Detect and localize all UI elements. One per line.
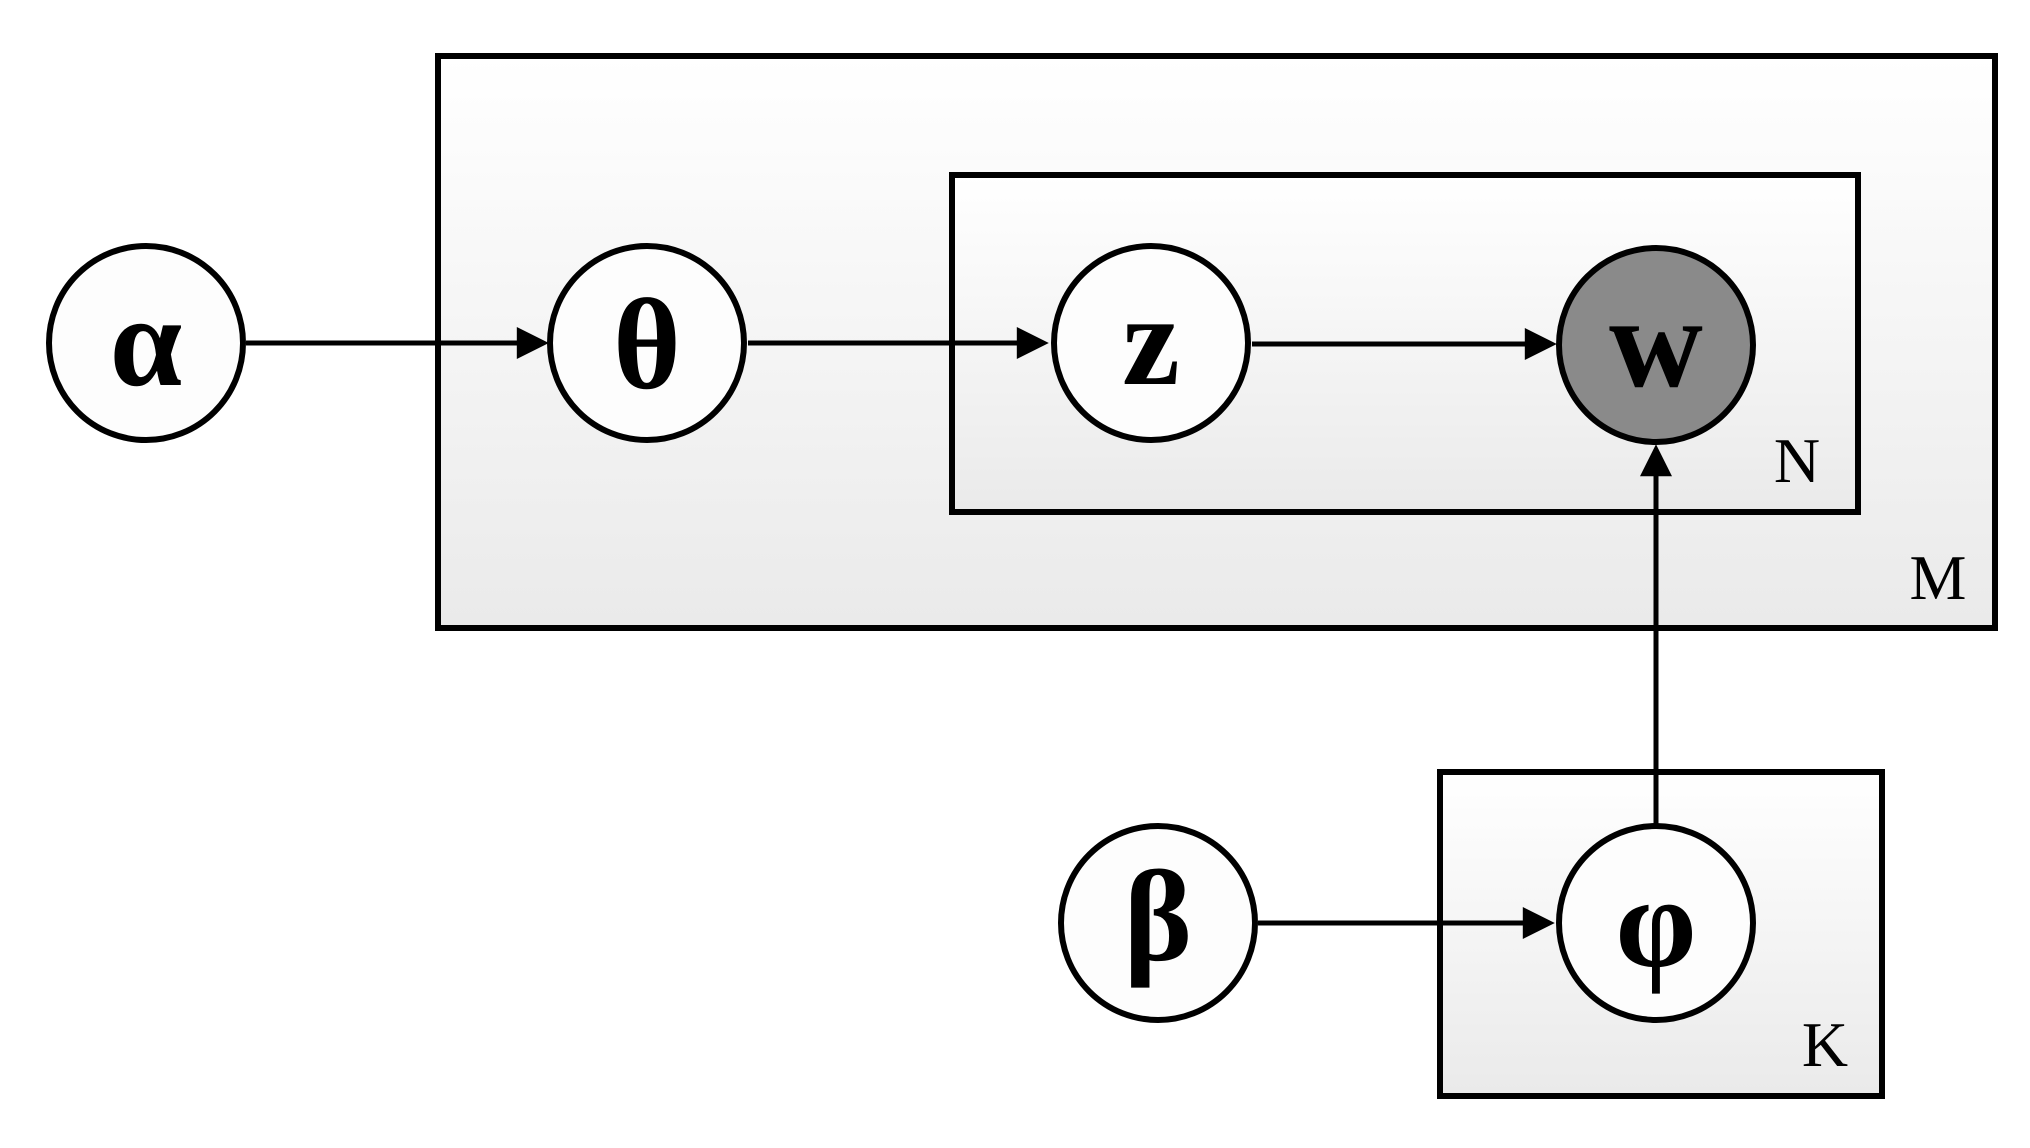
node-phi-label: φ xyxy=(1615,851,1696,995)
node-theta-label: θ xyxy=(613,273,681,417)
plate-m-label: M xyxy=(1910,542,1967,613)
node-theta: θ xyxy=(547,243,747,443)
node-phi: φ xyxy=(1556,823,1756,1023)
node-beta-circle xyxy=(1058,823,1258,1023)
node-theta-circle xyxy=(547,243,747,443)
node-alpha-circle xyxy=(46,243,246,443)
node-alpha: α xyxy=(46,243,246,443)
node-beta: β xyxy=(1058,823,1258,1023)
node-alpha-label: α xyxy=(110,270,183,414)
plate-k-label: K xyxy=(1802,1009,1848,1080)
plate-n-label: N xyxy=(1774,425,1820,496)
node-w: w xyxy=(1556,245,1756,445)
node-z: z xyxy=(1051,243,1251,443)
node-z-circle xyxy=(1051,243,1251,443)
node-beta-label: β xyxy=(1124,845,1193,989)
node-w-circle xyxy=(1556,245,1756,445)
node-w-label: w xyxy=(1609,271,1703,415)
node-phi-circle xyxy=(1556,823,1756,1023)
node-z-label: z xyxy=(1122,269,1180,413)
